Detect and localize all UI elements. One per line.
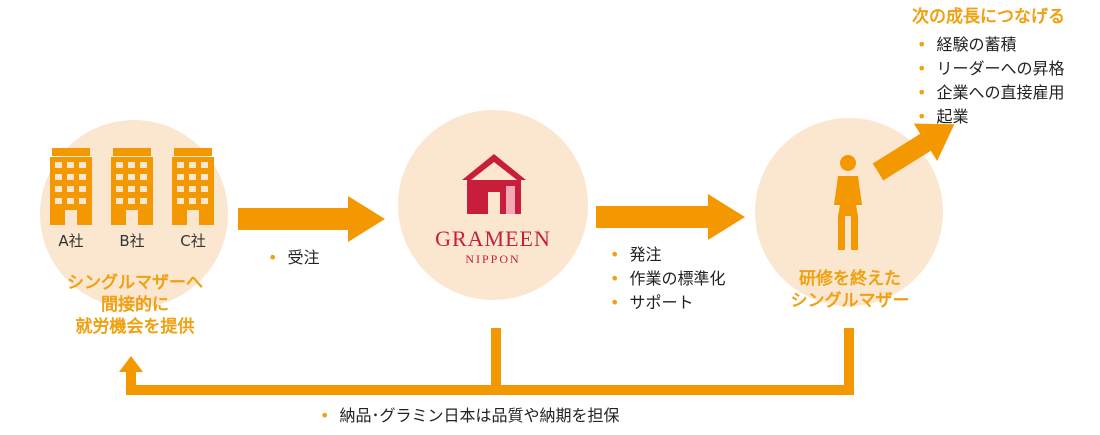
growth-list: 経験の蓄積 リーダーへの昇格 企業への直接雇用 起業	[917, 33, 1064, 129]
growth-arrow	[872, 123, 955, 181]
delivery-guarantee-item: 納品･グラミン日本は品質や納期を担保	[320, 404, 619, 428]
growth-item-direct-hire: 企業への直接雇用	[917, 81, 1064, 105]
mother-caption: 研修を終えた シングルマザー	[760, 268, 940, 312]
order-placement-list: 発注 作業の標準化 サポート	[610, 243, 725, 315]
order-receipt-list: 受注	[268, 246, 319, 270]
standardization-item: 作業の標準化	[610, 267, 725, 291]
growth-item-experience: 経験の蓄積	[917, 33, 1064, 57]
growth-item-promotion: リーダーへの昇格	[917, 57, 1064, 81]
companies-caption-line3: 就労機会を提供	[75, 317, 195, 337]
companies-caption-line1: シングルマザーへ	[67, 273, 203, 293]
feedback-arrowhead	[119, 356, 143, 372]
arrow-to-mother	[596, 194, 745, 240]
mother-caption-line2: シングルマザー	[790, 291, 910, 311]
feedback-connector	[126, 328, 854, 395]
companies-caption-line2: 間接的に	[101, 295, 169, 315]
growth-item-startup: 起業	[917, 105, 1064, 129]
growth-title: 次の成長につなげる	[912, 7, 1065, 27]
company-b-label: B社	[119, 232, 145, 250]
delivery-guarantee-list: 納品･グラミン日本は品質や納期を担保	[320, 404, 619, 428]
company-c-label: C社	[180, 232, 206, 250]
arrow-to-grameen	[238, 196, 385, 242]
mother-caption-line1: 研修を終えた	[799, 269, 901, 289]
grameen-sub: NIPPON	[465, 252, 521, 266]
order-placement-item: 発注	[610, 243, 725, 267]
company-a-label: A社	[58, 232, 84, 250]
order-receipt-item: 受注	[268, 246, 319, 270]
grameen-name: GRAMEEN	[435, 226, 551, 251]
companies-caption: シングルマザーへ 間接的に 就労機会を提供	[40, 272, 230, 338]
support-item: サポート	[610, 291, 725, 315]
